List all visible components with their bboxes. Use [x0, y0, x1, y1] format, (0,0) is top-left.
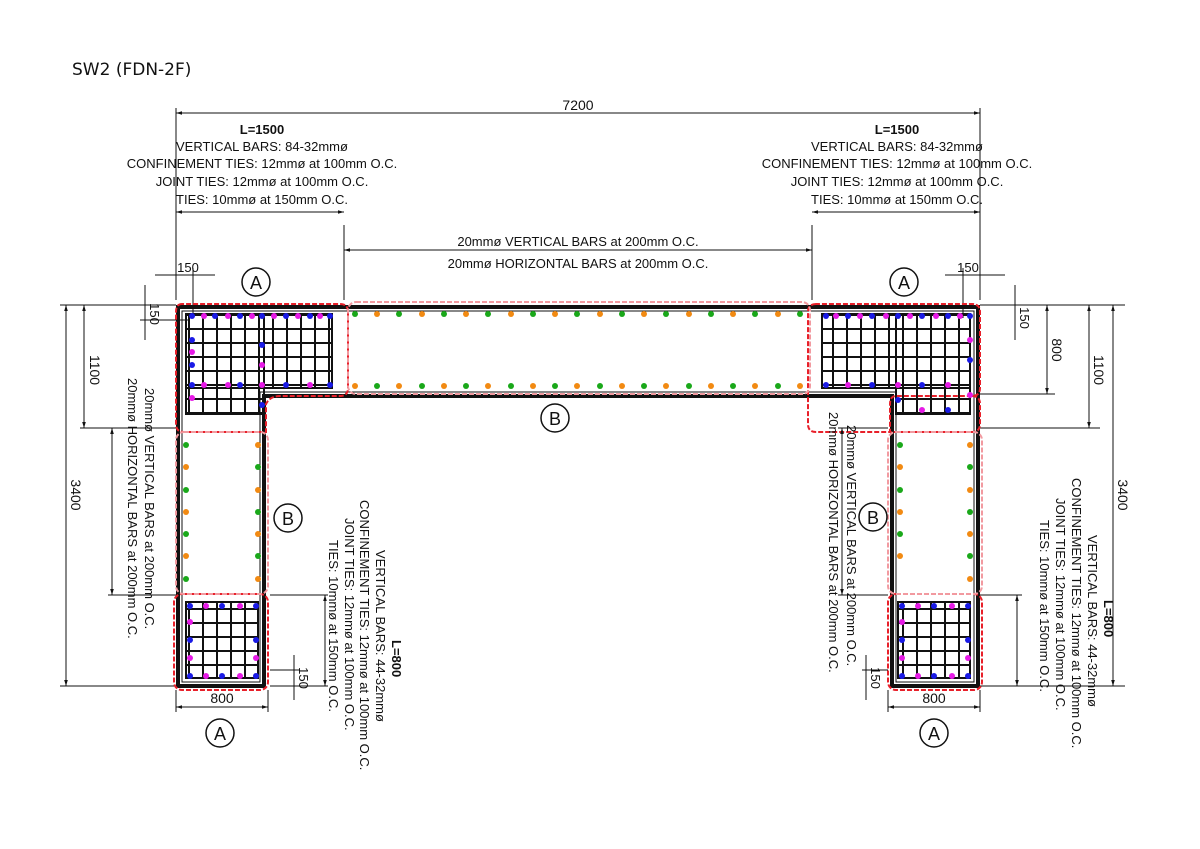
svg-text:JOINT TIES: 12mmø at 100mm O.C: JOINT TIES: 12mmø at 100mm O.C. — [1053, 498, 1068, 711]
svg-text:CONFINEMENT TIES: 12mmø at 100: CONFINEMENT TIES: 12mmø at 100mm O.C. — [1069, 478, 1084, 748]
web-left-vertical-label: 20mmø VERTICAL BARS at 200mm O.C. — [142, 388, 157, 629]
web-left — [175, 431, 269, 595]
svg-text:150: 150 — [868, 667, 883, 689]
page-title: SW2 (FDN-2F) — [72, 60, 192, 80]
dim-800-right: 800 — [1049, 338, 1065, 362]
dimension-left-height: 1100 3400 20mmø VERTICAL BARS at 200mm O… — [60, 304, 176, 687]
svg-text:L=800: L=800 — [389, 640, 404, 677]
web-top — [347, 301, 811, 395]
confinement-ties-label: CONFINEMENT TIES: 12mmø at 100mm O.C. — [127, 156, 397, 171]
web-vertical-bars-label: 20mmø VERTICAL BARS at 200mm O.C. — [457, 234, 698, 249]
zone-tag-b-left: B — [273, 503, 303, 533]
length-label: L=1500 — [240, 122, 284, 137]
svg-text:B: B — [867, 508, 879, 528]
svg-text:CONFINEMENT TIES: 12mmø at 100: CONFINEMENT TIES: 12mmø at 100mm O.C. — [357, 500, 372, 770]
vertical-bars-label: VERTICAL BARS: 84-32mmø — [176, 139, 348, 154]
joint-ties-label: JOINT TIES: 12mmø at 100mm O.C. — [791, 174, 1004, 189]
notes-top-left: L=1500 VERTICAL BARS: 84-32mmø CONFINEME… — [127, 122, 397, 214]
notes-web-top: 20mmø VERTICAL BARS at 200mm O.C. 20mmø … — [343, 225, 813, 300]
vertical-bars-label: VERTICAL BARS: 84-32mmø — [811, 139, 983, 154]
dimension-cover-top-right: 150 150 — [945, 260, 1032, 340]
dim-1100-left: 1100 — [87, 355, 103, 385]
svg-text:150: 150 — [1017, 307, 1032, 329]
ties-label: TIES: 10mmø at 150mm O.C. — [176, 192, 348, 207]
joint-ties-label: JOINT TIES: 12mmø at 100mm O.C. — [156, 174, 369, 189]
boundary-element-top-right — [807, 303, 981, 433]
dimension-right-height: 800 1100 3400 — [980, 304, 1131, 687]
zone-tag-a-bottom-left: A — [205, 718, 235, 748]
boundary-element-top-left — [175, 303, 349, 433]
zone-tag-a-bottom-right: A — [919, 718, 949, 748]
svg-text:B: B — [549, 409, 561, 429]
svg-text:150: 150 — [957, 260, 979, 275]
dim-3400-right: 3400 — [1115, 479, 1131, 510]
svg-text:A: A — [214, 724, 226, 744]
notes-bottom-right: 800 150 L=800 VERTICAL BARS: 44-32mmø CO… — [862, 478, 1116, 748]
svg-text:150: 150 — [177, 260, 199, 275]
zone-tag-b-right: B — [858, 502, 888, 532]
zone-tag-b-top: B — [540, 403, 570, 433]
svg-text:B: B — [282, 509, 294, 529]
web-left-horizontal-label: 20mmø HORIZONTAL BARS at 200mm O.C. — [125, 378, 140, 639]
ties-label: TIES: 10mmø at 150mm O.C. — [811, 192, 983, 207]
svg-text:800: 800 — [210, 690, 234, 706]
svg-text:800: 800 — [922, 690, 946, 706]
zone-tag-a-top-left: A — [241, 267, 271, 297]
svg-text:A: A — [928, 724, 940, 744]
dim-1100-right: 1100 — [1091, 355, 1107, 385]
notes-top-right: L=1500 VERTICAL BARS: 84-32mmø CONFINEME… — [762, 122, 1032, 214]
notes-web-right: 20mmø VERTICAL BARS at 200mm O.C. 20mmø … — [826, 412, 888, 673]
svg-text:A: A — [898, 273, 910, 293]
dim-7200: 7200 — [562, 97, 593, 113]
svg-text:A: A — [250, 273, 262, 293]
web-right — [887, 431, 983, 595]
svg-text:TIES: 10mmø at 150mm O.C.: TIES: 10mmø at 150mm O.C. — [326, 540, 341, 712]
dimension-overall-width: 7200 — [175, 97, 981, 300]
svg-text:20mmø VERTICAL BARS at 200mm O: 20mmø VERTICAL BARS at 200mm O.C. — [844, 425, 859, 666]
boundary-bars — [187, 313, 973, 679]
confinement-ties-label: CONFINEMENT TIES: 12mmø at 100mm O.C. — [762, 156, 1032, 171]
svg-text:VERTICAL BARS: 44-32mmø: VERTICAL BARS: 44-32mmø — [1085, 535, 1100, 707]
svg-text:VERTICAL BARS: 44-32mmø: VERTICAL BARS: 44-32mmø — [373, 550, 388, 722]
boundary-element-bottom-left — [173, 593, 269, 691]
svg-text:150: 150 — [147, 303, 162, 325]
svg-text:L=800: L=800 — [1101, 600, 1116, 637]
length-label: L=1500 — [875, 122, 919, 137]
svg-text:20mmø HORIZONTAL BARS at 200mm: 20mmø HORIZONTAL BARS at 200mm O.C. — [826, 412, 841, 673]
svg-text:TIES: 10mmø at 150mm O.C.: TIES: 10mmø at 150mm O.C. — [1037, 520, 1052, 692]
dim-3400-left: 3400 — [68, 479, 84, 510]
web-horizontal-bars-label: 20mmø HORIZONTAL BARS at 200mm O.C. — [448, 256, 709, 271]
notes-bottom-left: 800 150 L=800 VERTICAL BARS: 44-32mmø CO… — [175, 500, 404, 770]
svg-text:150: 150 — [296, 667, 311, 689]
svg-text:JOINT TIES: 12mmø at 100mm O.C: JOINT TIES: 12mmø at 100mm O.C. — [342, 518, 357, 731]
zone-tag-a-top-right: A — [889, 267, 919, 297]
